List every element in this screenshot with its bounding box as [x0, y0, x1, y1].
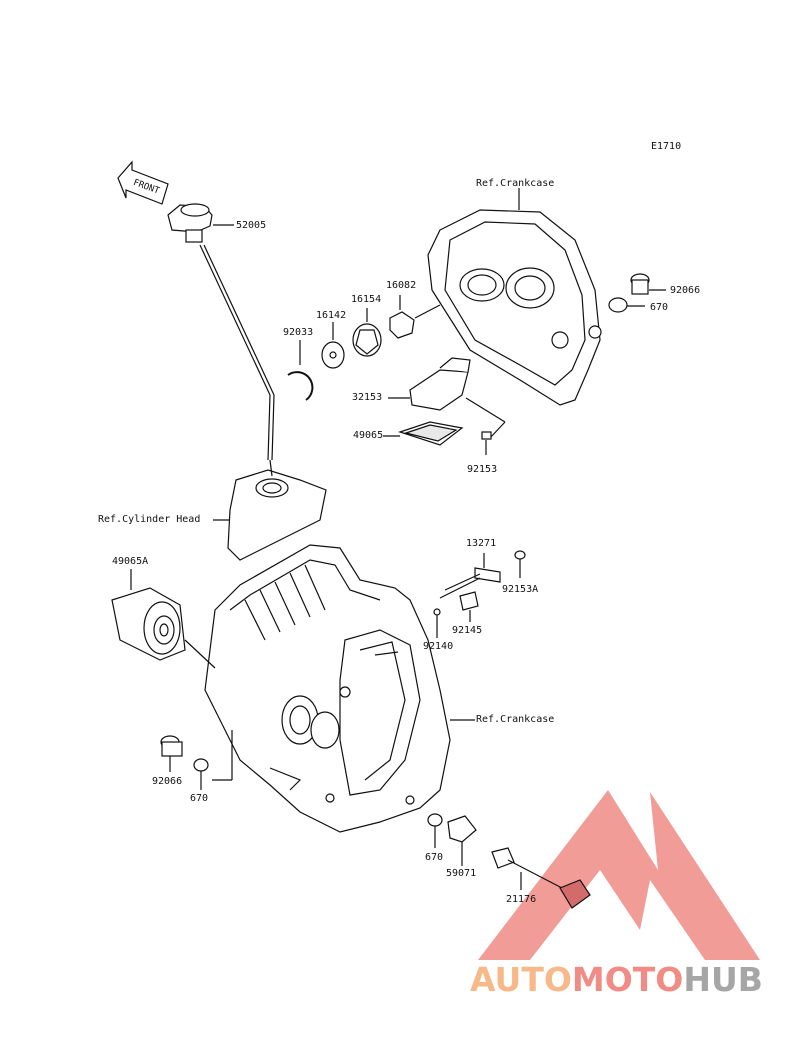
watermark-part1: AUTO: [470, 960, 572, 999]
part-16082-label: 16082: [386, 280, 417, 291]
crankcase-cover: [427, 188, 602, 406]
part-49065-label: 49065: [353, 430, 384, 441]
ref-crankcase-top-label: Ref.Crankcase: [476, 178, 555, 189]
part-59071-label: 59071: [446, 868, 477, 879]
oil-pressure-parts: [433, 550, 526, 638]
crankcase-main: [204, 544, 475, 833]
drain-plug-top: [608, 273, 666, 313]
cylinder-head: [213, 459, 327, 561]
dipstick-cap: [167, 203, 275, 461]
part-92153A-label: 92153A: [502, 584, 539, 595]
part-670-lower-label: 670: [425, 852, 444, 863]
oil-pump-parts: [287, 295, 441, 401]
oil-strainer: [383, 357, 506, 455]
part-21176-label: 21176: [506, 894, 537, 905]
part-92033-label: 92033: [283, 327, 314, 338]
watermark-text: AUTOMOTOHUB: [470, 960, 763, 999]
drain-plug-bottom: [160, 730, 233, 790]
part-52005-label: 52005: [236, 220, 267, 231]
diagram-code: E1710: [651, 141, 682, 152]
part-92153-label: 92153: [467, 464, 498, 475]
front-arrow-icon: FRONT: [117, 160, 169, 205]
part-16142-label: 16142: [316, 310, 347, 321]
ref-crankcase-mid-label: Ref.Crankcase: [476, 714, 555, 725]
part-670-top-label: 670: [650, 302, 669, 313]
part-670-bottom-label: 670: [190, 793, 209, 804]
watermark-part2: MOTO: [571, 960, 684, 999]
ref-cylinder-head-label: Ref.Cylinder Head: [98, 514, 201, 525]
part-92145-label: 92145: [452, 625, 483, 636]
part-92066-top-label: 92066: [670, 285, 701, 296]
oil-filter: [111, 569, 216, 669]
part-16154-label: 16154: [351, 294, 382, 305]
part-92066-bottom-label: 92066: [152, 776, 183, 787]
pressure-switch-parts: [427, 813, 591, 909]
watermark-part3: HUB: [683, 960, 763, 999]
watermark-logo-icon: [478, 790, 760, 960]
part-92140-label: 92140: [423, 641, 454, 652]
part-32153-label: 32153: [352, 392, 383, 403]
part-13271-label: 13271: [466, 538, 497, 549]
part-49065A-label: 49065A: [112, 556, 149, 567]
